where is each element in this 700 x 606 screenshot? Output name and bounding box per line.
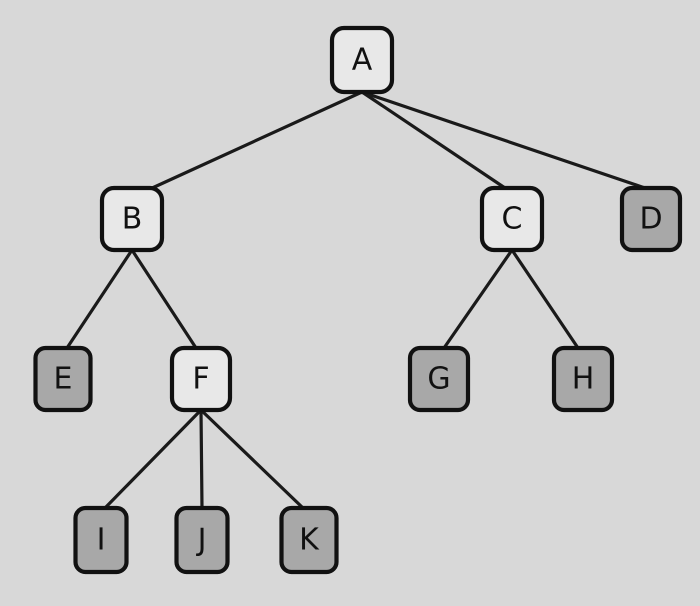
node-box-k[interactable] — [279, 505, 339, 575]
tree-node-e[interactable]: E — [33, 345, 93, 413]
node-box-e[interactable] — [33, 345, 93, 413]
tree-node-g[interactable]: G — [407, 345, 471, 413]
tree-node-b[interactable]: B — [99, 185, 165, 253]
tree-node-h[interactable]: H — [551, 345, 615, 413]
tree-node-f[interactable]: F — [169, 345, 233, 413]
tree-node-a[interactable]: A — [329, 25, 395, 95]
node-box-c[interactable] — [479, 185, 545, 253]
tree-edge-f-i — [103, 408, 203, 510]
tree-edge-c-h — [510, 248, 580, 350]
edges-layer — [65, 90, 647, 510]
tree-node-j[interactable]: J — [174, 505, 230, 575]
tree-edge-f-j — [199, 408, 204, 510]
node-box-d[interactable] — [619, 185, 683, 253]
node-box-a[interactable] — [329, 25, 395, 95]
node-box-h[interactable] — [551, 345, 615, 413]
node-box-g[interactable] — [407, 345, 471, 413]
tree-edge-f-k — [199, 408, 305, 510]
node-box-b[interactable] — [99, 185, 165, 253]
tree-node-i[interactable]: I — [73, 505, 129, 575]
tree-edge-c-g — [442, 248, 514, 350]
tree-node-k[interactable]: K — [279, 505, 339, 575]
node-box-j[interactable] — [174, 505, 230, 575]
tree-edge-a-d — [360, 90, 647, 190]
tree-node-d[interactable]: D — [619, 185, 683, 253]
tree-edge-b-f — [130, 248, 198, 350]
tree-edge-a-c — [360, 90, 507, 190]
node-box-i[interactable] — [73, 505, 129, 575]
tree-node-c[interactable]: C — [479, 185, 545, 253]
tree-edge-b-e — [65, 248, 134, 350]
tree-edge-a-b — [148, 90, 364, 191]
node-box-f[interactable] — [169, 345, 233, 413]
